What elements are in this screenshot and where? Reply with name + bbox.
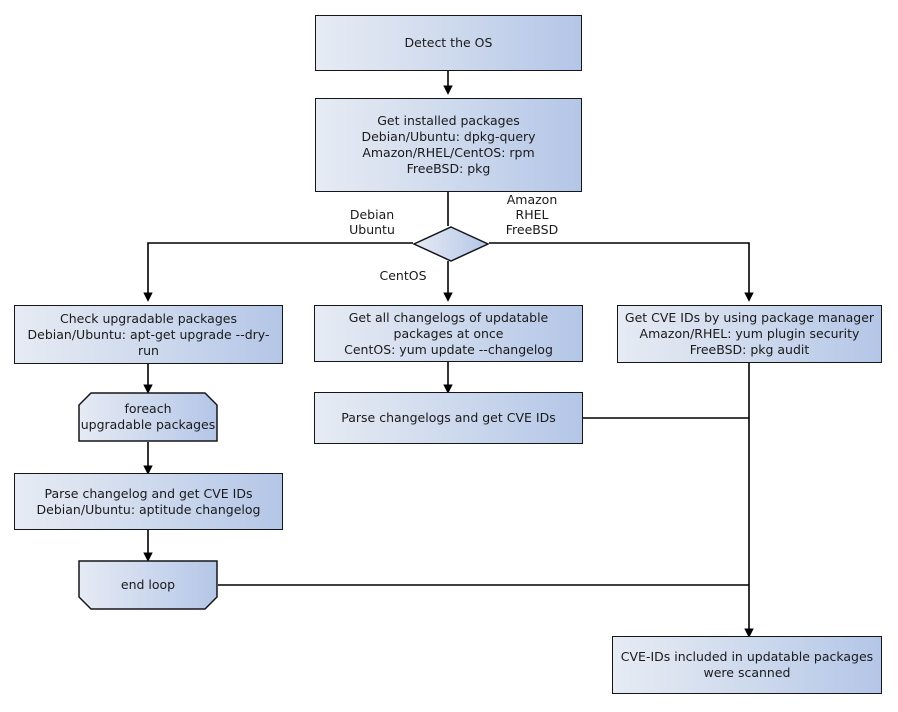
node-parse-changelogs[interactable]: Parse changelogs and get CVE IDs — [314, 392, 583, 444]
edge-decision-left — [143, 242, 413, 302]
edge-label-left-branch: Debian Ubuntu — [349, 207, 395, 237]
node-end-loop-label: end loop — [120, 577, 176, 592]
node-check-upgradable-packages[interactable]: Check upgradable packages Debian/Ubuntu:… — [14, 305, 283, 364]
edge-decision-right — [489, 242, 754, 302]
node-get-cve-package-manager[interactable]: Get CVE IDs by using package manager Ama… — [617, 305, 882, 363]
node-get-installed-packages-label: Get installed packages Debian/Ubuntu: dp… — [361, 113, 536, 176]
node-detect-os[interactable]: Detect the OS — [315, 15, 582, 71]
node-get-cve-package-manager-label: Get CVE IDs by using package manager Ama… — [624, 310, 875, 357]
node-parse-changelog[interactable]: Parse changelog and get CVE IDs Debian/U… — [14, 473, 283, 530]
node-get-all-changelogs[interactable]: Get all changelogs of updatable packages… — [314, 305, 583, 362]
edge-label-right-branch: Amazon RHEL FreeBSD — [505, 192, 559, 237]
node-get-installed-packages[interactable]: Get installed packages Debian/Ubuntu: dp… — [315, 98, 582, 192]
node-os-decision[interactable] — [412, 226, 490, 262]
node-foreach-loop-label: foreach upgradable packages — [80, 401, 216, 432]
node-detect-os-label: Detect the OS — [404, 35, 493, 50]
node-end-loop[interactable]: end loop — [78, 560, 218, 610]
edge-label-down-branch: CentOS — [379, 268, 427, 283]
node-scanned-result[interactable]: CVE-IDs included in updatable packages w… — [612, 636, 882, 694]
node-get-all-changelogs-label: Get all changelogs of updatable packages… — [344, 309, 553, 357]
node-check-upgradable-packages-label: Check upgradable packages Debian/Ubuntu:… — [27, 310, 270, 358]
node-parse-changelog-label: Parse changelog and get CVE IDs Debian/U… — [36, 485, 261, 517]
node-scanned-result-label: CVE-IDs included in updatable packages w… — [620, 649, 874, 680]
node-parse-changelogs-label: Parse changelogs and get CVE IDs — [341, 410, 556, 425]
node-foreach-loop[interactable]: foreach upgradable packages — [78, 392, 218, 442]
